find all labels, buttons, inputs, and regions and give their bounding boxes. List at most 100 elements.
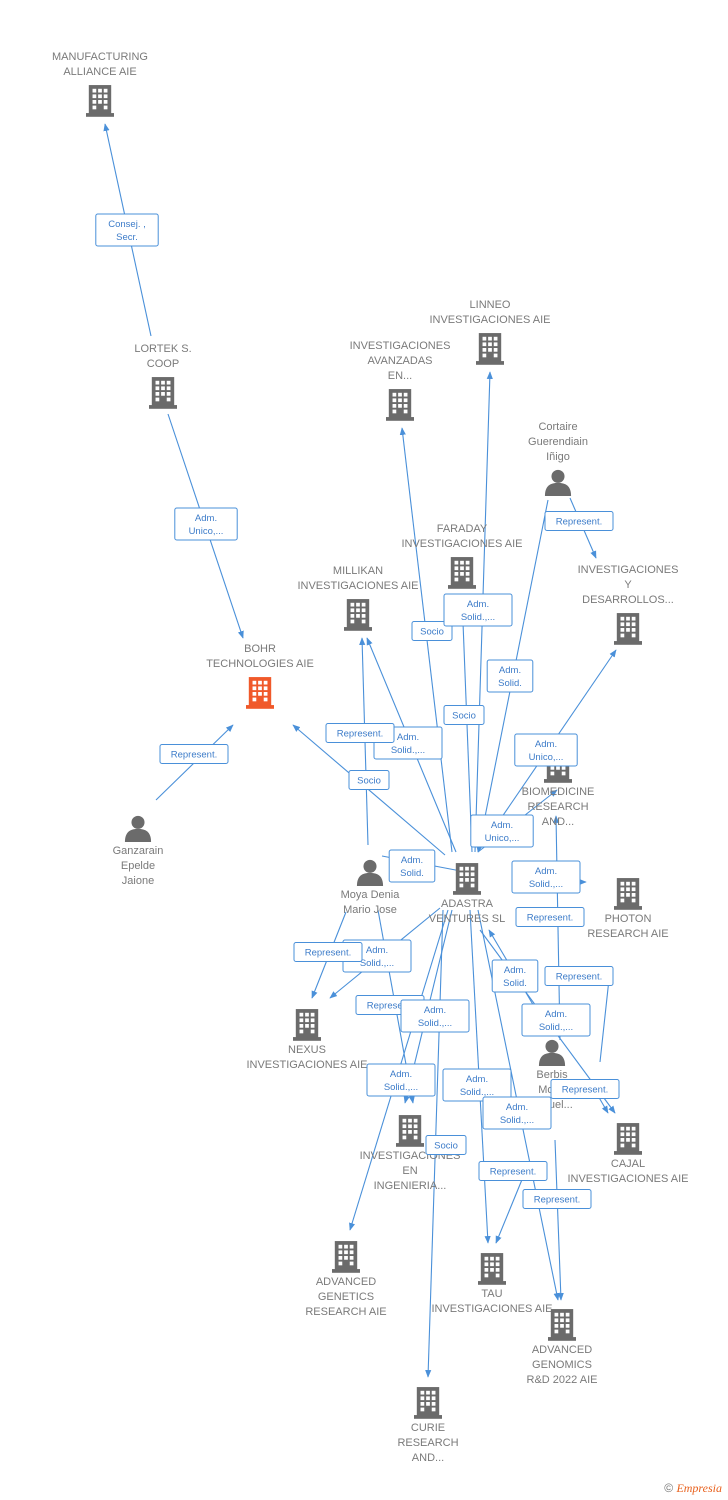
node-label: TAU [481, 1288, 502, 1300]
node-label: Iñigo [546, 451, 570, 463]
node-label: INVESTIGACIONES [350, 340, 451, 352]
node-label: INVESTIGACIONES AIE [567, 1173, 688, 1185]
edge-label-ganzarain-to-bohr[interactable]: Represent. [159, 744, 229, 764]
edge-label-adastra-to-inv_avanzadas[interactable]: Socio [411, 621, 453, 641]
building-icon [396, 1115, 424, 1147]
edge-label-cortaire-to-adastra[interactable]: Adm.Solid. [486, 659, 534, 693]
node-tau[interactable]: TAU INVESTIGACIONES AIE [431, 1253, 553, 1315]
edge-label-berbis-to-biomedicine[interactable]: Represent. [515, 907, 585, 927]
edge-label-adastra-to-tau[interactable]: Adm.Solid.,... [442, 1068, 512, 1102]
edge-label-moya-to-nexus[interactable]: Represent. [293, 942, 363, 962]
node-label: FARADAY [437, 523, 488, 535]
edge-label-lortek-to-bohr[interactable]: Adm.Unico,... [174, 507, 238, 541]
node-lortek[interactable]: LORTEK S.COOP [134, 343, 192, 409]
edge-label-moya-to-millikan[interactable]: Represent. [325, 723, 395, 743]
node-label: EN... [388, 370, 412, 382]
edge-label-text: Solid.,... [500, 1115, 534, 1126]
brand-logo-text[interactable]: Empresia [676, 1481, 722, 1495]
edge-label-text: Adm. [467, 599, 489, 610]
building-icon [332, 1241, 360, 1273]
edge-label-adastra-to-adv_genetics[interactable]: Adm.Solid.,... [400, 999, 470, 1033]
node-label: GENOMICS [532, 1359, 592, 1371]
edge-label-box [544, 511, 614, 531]
edge-label-berbis-to-cajal[interactable]: Represent. [544, 966, 614, 986]
edge-label-adastra-to-bohr[interactable]: Socio [348, 770, 390, 790]
edge-label-box [442, 1068, 512, 1102]
edge-label-text: Represent. [527, 913, 573, 924]
person-icon [538, 1039, 566, 1066]
edge-label-text: Solid. [503, 978, 527, 989]
edge-label-text: Solid.,... [461, 612, 495, 623]
edge-label-lortek-to-manufacturing[interactable]: Consej. ,Secr. [95, 213, 159, 247]
edge-label-text: Adm. [397, 732, 419, 743]
edge-label-adastra-to-inv_desarrollos[interactable]: Adm.Unico,... [514, 733, 578, 767]
node-label: Y [624, 579, 632, 591]
node-label: Moya Denia [341, 889, 401, 901]
edge-label-text: Solid.,... [460, 1087, 494, 1098]
edge-label-text: Represent. [337, 729, 383, 740]
edge-label-berbis-to-tau[interactable]: Represent. [478, 1161, 548, 1181]
edge-label-text: Represent. [556, 972, 602, 983]
edge-label-text: Represent. [562, 1085, 608, 1096]
edge-label-adastra-to-inv_ingenieria[interactable]: Adm.Solid.,... [366, 1063, 436, 1097]
edge-label-box [550, 1079, 620, 1099]
node-biomedicine[interactable]: BIOMEDICINERESEARCHAND... [522, 751, 595, 828]
node-label: VENTURES SL [429, 913, 505, 925]
edge-label-adastra-to-biomedicine[interactable]: Adm.Unico,... [470, 814, 534, 848]
person-icon [356, 859, 384, 886]
building-icon [448, 557, 476, 589]
edge-label-text: Solid.,... [391, 745, 425, 756]
edge-label-text: Adm. [491, 820, 513, 831]
edge-label-text: Represent. [171, 750, 217, 761]
edge-label-box [511, 860, 581, 894]
edge-label-text: Adm. [424, 1005, 446, 1016]
edge-label-berbis-to-adastra[interactable]: Adm.Solid. [491, 959, 539, 993]
node-label: Guerendiain [528, 436, 588, 448]
building-icon [246, 677, 274, 709]
edge-label-text: Solid.,... [360, 958, 394, 969]
edge-label-box [515, 907, 585, 927]
edge-label-adastra-to-curie[interactable]: Socio [425, 1135, 467, 1155]
edge-label-box [400, 999, 470, 1033]
edge-label-box [366, 1063, 436, 1097]
edge-label-cortaire-to-inv_desarrollos[interactable]: Represent. [544, 511, 614, 531]
node-inv_desarrollos[interactable]: INVESTIGACIONESYDESARROLLOS... [578, 564, 679, 645]
node-curie[interactable]: CURIERESEARCHAND... [397, 1387, 459, 1464]
node-inv_avanzadas[interactable]: INVESTIGACIONESAVANZADASEN... [350, 340, 451, 421]
building-icon [614, 613, 642, 645]
person-icon [544, 469, 572, 496]
edge-label-adastra-to-faraday[interactable]: Adm. Solid.,... [443, 593, 513, 627]
node-label: GENETICS [318, 1291, 374, 1303]
edge-berbis-to-biomedicine [553, 815, 561, 1041]
edge-label-berbis-to-adv_genomics[interactable]: Represent. [522, 1189, 592, 1209]
node-label: Ganzarain [113, 845, 164, 857]
building-icon [548, 1309, 576, 1341]
edge-label-adastra-to-photon[interactable]: Adm.Solid.,... [511, 860, 581, 894]
edge-label-box [478, 1161, 548, 1181]
edge-label-text: Consej. , [108, 219, 146, 230]
edge-label-box [174, 507, 238, 541]
edge-label-adastra-to-linneo[interactable]: Socio [443, 705, 485, 725]
node-label: INVESTIGACIONES AIE [431, 1303, 552, 1315]
edge-label-text: Represent. [556, 517, 602, 528]
edge-label-adastra-to-adv_genomics[interactable]: Adm.Solid.,... [482, 1096, 552, 1130]
edge-label-adastra-to-cajal[interactable]: Adm.Solid.,... [521, 1003, 591, 1037]
node-label: INGENIERIA... [374, 1180, 447, 1192]
node-label: RESEARCH [527, 801, 588, 813]
edge-label-moya-to-adastra[interactable]: Adm.Solid. [388, 849, 436, 883]
edge-label-berbis-to-photon[interactable]: Represent. [550, 1079, 620, 1099]
